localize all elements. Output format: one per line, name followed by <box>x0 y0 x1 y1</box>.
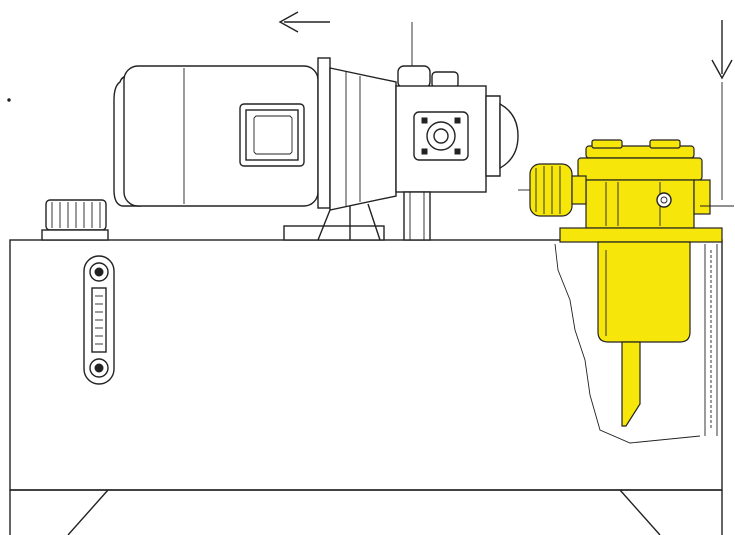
level-sight-gauge <box>83 255 115 385</box>
return-line-filter <box>518 139 734 427</box>
left-arrow-icon <box>278 11 330 33</box>
electric-motor <box>113 65 385 241</box>
filler-breather-cap <box>41 199 109 241</box>
bell-housing-coupling <box>317 57 397 241</box>
tank-cutaway-section <box>554 243 718 444</box>
hydraulic-pump <box>395 65 519 241</box>
down-arrow-icon <box>711 20 733 200</box>
edge-marker-dot <box>7 98 11 102</box>
